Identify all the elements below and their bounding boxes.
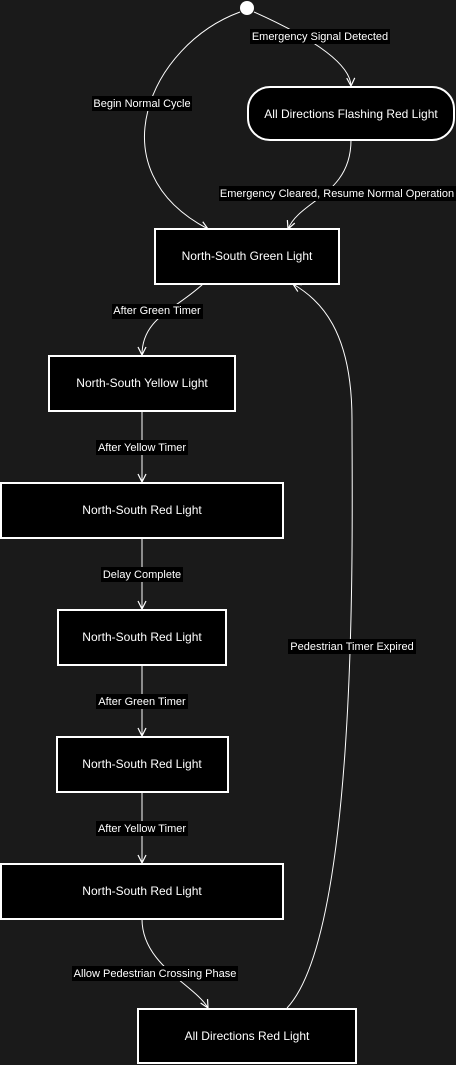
state-label: North-South Green Light: [182, 249, 313, 263]
state-ns-red-4: North-South Red Light: [0, 863, 284, 920]
state-ns-green: North-South Green Light: [154, 228, 340, 285]
state-ns-red-2: North-South Red Light: [57, 609, 227, 666]
edge-label-allow-ped: Allow Pedestrian Crossing Phase: [72, 966, 238, 981]
svg-text:Allow Pedestrian Crossing Phas: Allow Pedestrian Crossing Phase: [74, 968, 237, 980]
state-label: All Directions Flashing Red Light: [264, 107, 438, 121]
edge-label-delay-complete: Delay Complete: [101, 567, 183, 582]
state-label: North-South Red Light: [82, 884, 202, 898]
state-all-red: All Directions Red Light: [137, 1008, 357, 1064]
edge-label-after-yellow-1: After Yellow Timer: [96, 440, 188, 455]
svg-text:Begin Normal Cycle: Begin Normal Cycle: [93, 98, 190, 110]
edge-label-ped-expired: Pedestrian Timer Expired: [288, 639, 416, 654]
edge-label-after-green-1: After Green Timer: [112, 304, 203, 319]
state-all-flashing-red: All Directions Flashing Red Light: [247, 86, 455, 141]
state-label: North-South Yellow Light: [76, 376, 208, 390]
start-node: [240, 1, 254, 15]
svg-text:After Yellow Timer: After Yellow Timer: [98, 442, 186, 454]
state-label: North-South Red Light: [82, 503, 202, 517]
svg-text:Emergency Signal Detected: Emergency Signal Detected: [252, 31, 388, 43]
svg-text:Emergency Cleared, Resume Norm: Emergency Cleared, Resume Normal Operati…: [220, 188, 454, 200]
edge-ped-expired: [286, 284, 353, 1009]
edge-emergency-cleared: [288, 139, 352, 229]
state-ns-yellow: North-South Yellow Light: [48, 355, 236, 412]
state-label: North-South Red Light: [82, 757, 202, 771]
edge-label-begin-normal: Begin Normal Cycle: [92, 96, 192, 111]
edge-allow-ped: [141, 918, 208, 1008]
edge-emergency-detected: [253, 11, 351, 86]
svg-text:Pedestrian Timer Expired: Pedestrian Timer Expired: [290, 641, 414, 653]
edge-label-after-green-2: After Green Timer: [96, 694, 188, 709]
edge-label-emergency-cleared: Emergency Cleared, Resume Normal Operati…: [219, 186, 456, 201]
state-ns-red-1: North-South Red Light: [0, 482, 284, 539]
state-label: North-South Red Light: [82, 630, 202, 644]
svg-text:After Green Timer: After Green Timer: [113, 305, 201, 317]
state-label: All Directions Red Light: [185, 1029, 310, 1043]
svg-text:After Yellow Timer: After Yellow Timer: [98, 823, 186, 835]
edge-after-green-1: [142, 283, 204, 355]
edge-label-after-yellow-2: After Yellow Timer: [96, 821, 188, 836]
svg-text:Delay Complete: Delay Complete: [103, 569, 181, 581]
state-ns-red-3: North-South Red Light: [56, 736, 229, 793]
edge-label-emergency-detected: Emergency Signal Detected: [250, 29, 390, 44]
svg-text:After Green Timer: After Green Timer: [98, 696, 186, 708]
